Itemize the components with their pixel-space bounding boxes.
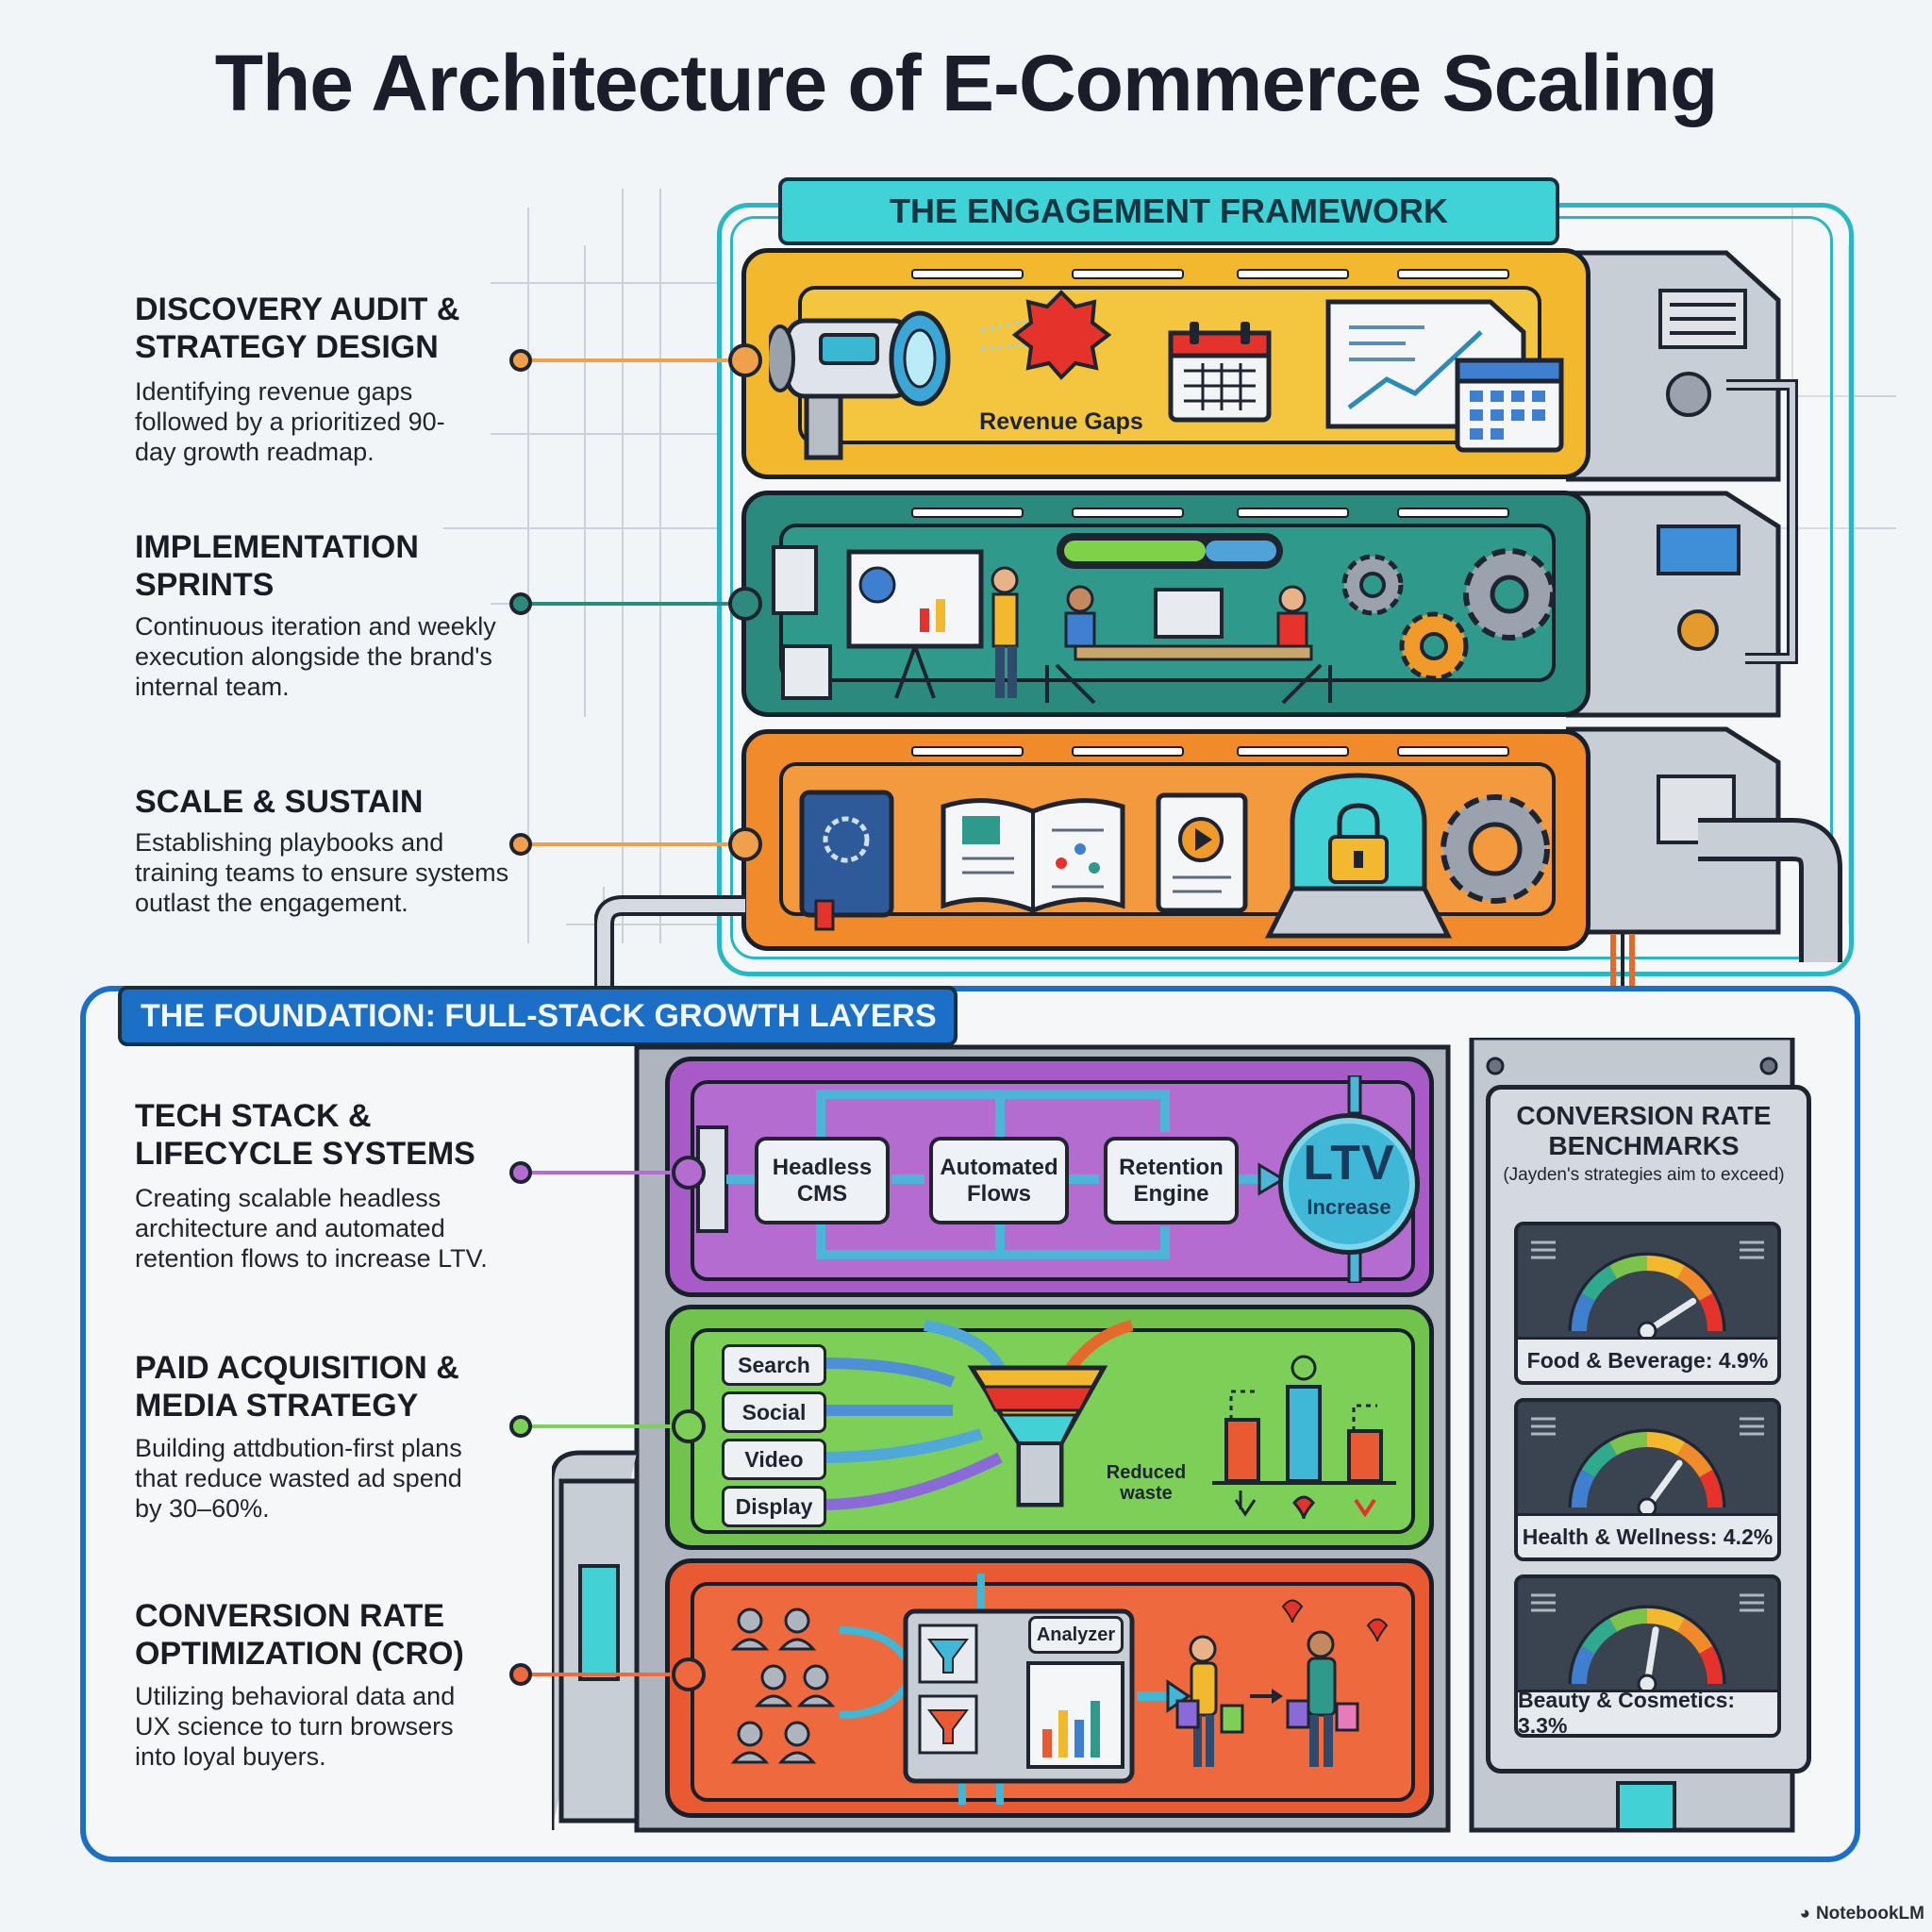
gauge-arc-segment [1572, 1470, 1595, 1508]
retention-engine-box: Retention Engine [1104, 1137, 1239, 1224]
step-desc-scale: Establishing playbooks and training team… [135, 828, 509, 917]
gauge-arc-segment [1609, 1256, 1648, 1279]
layer-desc-tech: Creating scalable headless architecture … [135, 1184, 488, 1273]
label-connectors [509, 343, 762, 1691]
gears-icon [1341, 548, 1556, 681]
ltv-circle: LTV Increase [1278, 1113, 1420, 1255]
gauge-arc-segment [1581, 1618, 1618, 1655]
gauge-food [1531, 1241, 1764, 1341]
gauge-beauty [1531, 1593, 1764, 1694]
benchmarks-subtitle: (Jayden's strategies aim to exceed) [1503, 1165, 1785, 1185]
gauge-health [1531, 1417, 1764, 1518]
footer-text: NotebookLM [1815, 1904, 1924, 1924]
headless-cms-box: Headless CMS [755, 1137, 890, 1224]
channel-search: Search [722, 1344, 826, 1386]
gauge-outline [1568, 1605, 1726, 1685]
footer-logo: ◕ NotebookLM [1799, 1904, 1924, 1924]
step-title-implementation: IMPLEMENTATION SPRINTS [135, 529, 419, 603]
gauge-label-food: Food & Beverage: 4.9% [1518, 1337, 1777, 1381]
acquisition-funnel [820, 1320, 1396, 1520]
scale-gear-icon [1441, 794, 1550, 904]
layer-title-tech: TECH STACK & LIFECYCLE SYSTEMS [135, 1098, 475, 1172]
gauge-arc-segment [1581, 1265, 1618, 1302]
layer-desc-cro: Utilizing behavioral data and UX science… [135, 1682, 456, 1771]
engagement-banner: THE ENGAGEMENT FRAMEWORK [778, 177, 1559, 245]
playbook-icon [799, 790, 894, 931]
layer-title-cro: CONVERSION RATE OPTIMIZATION (CRO) [135, 1598, 464, 1672]
gauge-arc-segment [1609, 1432, 1648, 1456]
gauge-arc-segment [1646, 1608, 1685, 1632]
telescope-icon [769, 310, 951, 460]
revenue-gap-icon [981, 290, 1112, 380]
page-title: The Architecture of E-Commerce Scaling [214, 39, 1719, 127]
gauge-arc-segment [1699, 1470, 1723, 1508]
gauge-arc-segment [1646, 1432, 1685, 1456]
analyzer-label: Analyzer [1028, 1616, 1124, 1654]
gauge-arc-segment [1646, 1256, 1685, 1279]
gauge-card-food: Food & Beverage: 4.9% [1514, 1222, 1781, 1385]
layer-desc-paid: Building attdbution-first plans that red… [135, 1434, 462, 1523]
channel-video: Video [722, 1439, 826, 1480]
channel-display: Display [722, 1486, 826, 1527]
gauge-arc-segment [1572, 1646, 1595, 1685]
gauge-arc-segment [1699, 1646, 1723, 1685]
ltv-label: LTV [1303, 1136, 1395, 1191]
gauge-label-beauty: Beauty & Cosmetics: 3.3% [1518, 1688, 1777, 1734]
video-doc-icon [1156, 792, 1248, 913]
gauge-arc-segment [1581, 1441, 1618, 1478]
cro-analyzer-scene [730, 1574, 1389, 1805]
lock-icon [1264, 773, 1453, 939]
tech-flow-arrows [696, 1075, 1362, 1283]
gauge-label-health: Health & Wellness: 4.2% [1518, 1513, 1777, 1557]
gauge-arc-segment [1676, 1441, 1713, 1478]
revenue-gaps-label: Revenue Gaps [979, 408, 1143, 435]
layer-title-paid: PAID ACQUISITION & MEDIA STRATEGY [135, 1350, 459, 1424]
gauge-outline [1568, 1252, 1726, 1332]
calendar-icon [1168, 322, 1272, 423]
gauge-arc-segment [1676, 1265, 1713, 1302]
open-book-icon [941, 798, 1125, 913]
gauge-outline [1568, 1428, 1726, 1508]
channel-social: Social [722, 1391, 826, 1433]
gauge-arc-segment [1676, 1618, 1713, 1655]
step-title-discovery: DISCOVERY AUDIT & STRATEGY DESIGN [135, 291, 460, 365]
ltv-sub-label: Increase [1307, 1195, 1391, 1219]
gauge-card-health: Health & Wellness: 4.2% [1514, 1398, 1781, 1561]
gauge-arc-segment [1699, 1293, 1723, 1332]
step-desc-discovery: Identifying revenue gaps followed by a p… [135, 377, 445, 466]
notebooklm-icon: ◕ [1799, 1904, 1810, 1924]
automated-flows-box: Automated Flows [929, 1137, 1069, 1224]
workspace-scene-icon [772, 533, 1332, 705]
gauge-arc-segment [1572, 1293, 1595, 1332]
server-rack-engagement [1566, 250, 1798, 935]
gauge-card-beauty: Beauty & Cosmetics: 3.3% [1514, 1574, 1781, 1738]
foundation-banner: THE FOUNDATION: FULL-STACK GROWTH LAYERS [118, 986, 958, 1046]
gauge-arc-segment [1609, 1608, 1648, 1632]
benchmarks-title: CONVERSION RATE BENCHMARKS [1516, 1101, 1772, 1160]
step-desc-implementation: Continuous iteration and weekly executio… [135, 612, 496, 701]
reduced-waste-label: Reduced waste [1106, 1462, 1187, 1504]
step-title-scale: SCALE & SUSTAIN [135, 784, 424, 820]
roadmap-chart-icon [1325, 299, 1564, 453]
